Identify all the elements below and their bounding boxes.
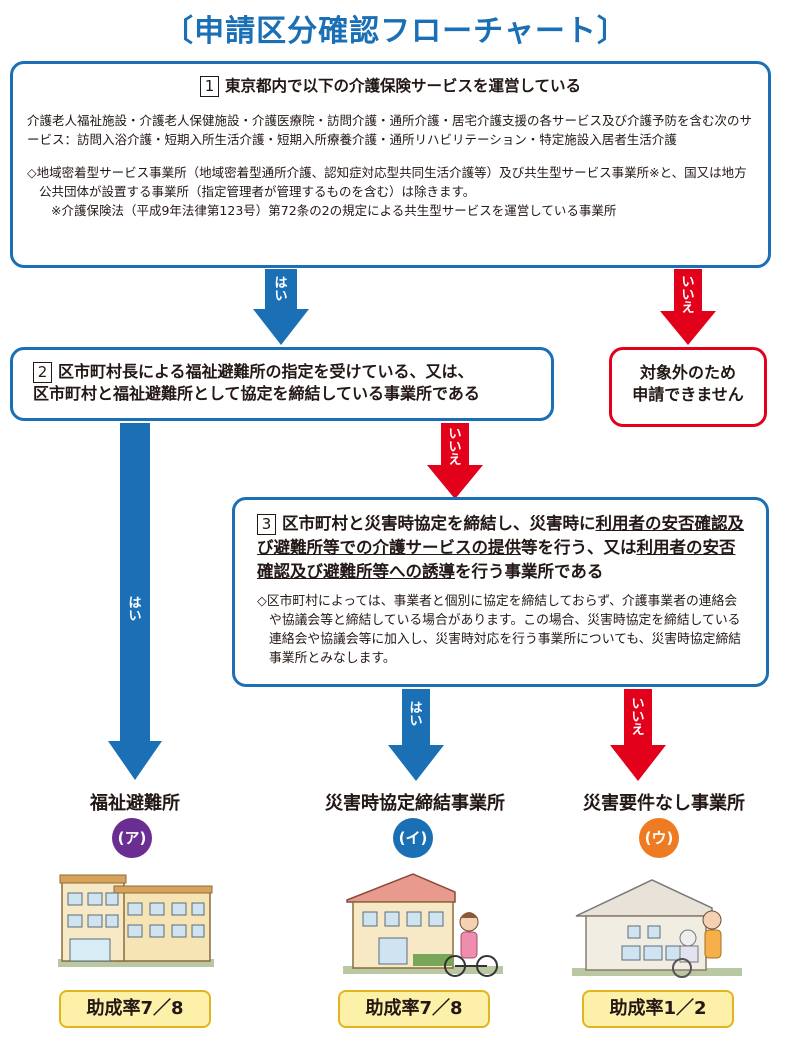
arrow-q1-no-label: いいえ <box>681 275 695 316</box>
arrow-q2-no <box>427 423 483 499</box>
arrow-q3-no <box>610 689 666 781</box>
question-2-line2: 区市町村と福祉避難所として協定を締結している事業所である <box>33 384 480 403</box>
question-3-part-3: 等を行う、又は <box>521 538 637 557</box>
excluded-line2: 申請できません <box>632 385 744 404</box>
question-2-box: 2 区市町村長による福祉避難所の指定を受けている、又は、 区市町村と福祉避難所とし… <box>10 347 554 421</box>
question-1-footnote: ※介護保険法（平成9年法律第123号）第72条の2の規定による共生型サービスを運… <box>51 203 617 218</box>
result-c-mark: (ウ) <box>639 818 679 858</box>
question-3-number: 3 <box>257 514 276 535</box>
arrow-q1-yes <box>253 269 309 345</box>
question-2-line1: 2 区市町村長による福祉避難所の指定を受けている、又は、 <box>33 361 551 383</box>
result-c-rate: 助成率1／2 <box>582 990 734 1028</box>
question-3-box: 3 区市町村と災害時協定を締結し、災害時に利用者の安否確認及び避難所等での介護サー… <box>232 497 769 687</box>
question-3-part-5: を行う事業所である <box>455 562 604 581</box>
result-b-title: 災害時協定締結事業所 <box>325 793 505 814</box>
result-a-rate: 助成率7／8 <box>59 990 211 1028</box>
arrow-q2-no-label: いいえ <box>448 427 462 468</box>
arrow-q3-yes <box>388 689 444 781</box>
question-1-number: 1 <box>199 76 219 97</box>
welfare-facility-building-illustration <box>58 874 214 967</box>
question-1-note: ◇地域密着型サービス事業所（地域密着型通所介護、認知症対応型共同生活介護等）及び… <box>27 165 747 199</box>
agreement-facility-building-illustration <box>343 873 503 977</box>
question-1-text: 東京都内で以下の介護保険サービスを運営している <box>224 77 582 95</box>
question-1-services: 介護老人福祉施設・介護老人保健施設・介護医療院・訪問介護・通所介護・居宅介護支援… <box>27 113 753 147</box>
result-c-title: 災害要件なし事業所 <box>583 793 745 814</box>
no-disaster-facility-building-illustration <box>572 879 742 978</box>
result-b-mark: (イ) <box>393 818 433 858</box>
result-a-mark: (ア) <box>112 818 152 858</box>
arrow-q3-yes-label: はい <box>409 701 423 729</box>
question-3-part-4: 利用者の安否確認及び避難所等への誘導 <box>257 538 736 581</box>
excluded-line1: 対象外のため <box>639 363 736 382</box>
result-b-rate: 助成率7／8 <box>338 990 490 1028</box>
question-3-text: 3 区市町村と災害時協定を締結し、災害時に利用者の安否確認及び避難所等での介護サー… <box>257 512 748 584</box>
arrow-q1-no <box>660 269 716 345</box>
question-3-part-1: 区市町村と災害時協定を締結し、災害時に <box>282 514 596 533</box>
arrow-q3-no-label: いいえ <box>631 697 645 738</box>
arrow-q2-yes <box>108 423 162 780</box>
question-2-text-1: 区市町村長による福祉避難所の指定を受けている、又は、 <box>58 362 474 381</box>
question-3-part-2: 利用者の安否確認及び避難所等での介護サービスの提供 <box>257 514 744 557</box>
excluded-box: 対象外のため 申請できません <box>609 347 767 427</box>
page-title: 〔申請区分確認フローチャート〕 <box>163 14 628 49</box>
question-2-number: 2 <box>33 362 52 383</box>
result-a-title: 福祉避難所 <box>90 793 180 814</box>
question-3-note: ◇区市町村によっては、事業者と個別に協定を締結しておらず、介護事業者の連絡会や協… <box>257 594 742 666</box>
arrow-q1-yes-label: はい <box>274 276 288 304</box>
arrow-q2-yes-label: はい <box>128 596 142 624</box>
question-1-box: 1 東京都内で以下の介護保険サービスを運営している 介護老人福祉施設・介護老人保健… <box>10 61 771 268</box>
question-1-heading: 1 東京都内で以下の介護保険サービスを運営している <box>27 74 754 97</box>
